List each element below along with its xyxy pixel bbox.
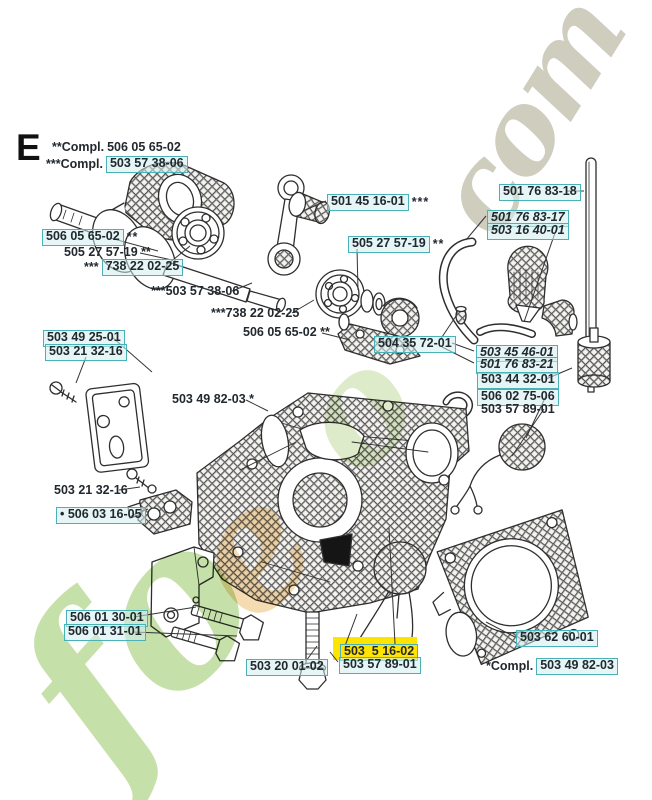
part-label: 501 76 83-21 [476, 357, 558, 374]
part-number: 506 05 65-02 ** [243, 325, 330, 339]
part-label: 506 02 75-06 [477, 389, 559, 406]
part-label: 506 01 30-01 [66, 610, 148, 627]
part-label: 503 20 01-02 [246, 659, 328, 676]
label-prefix: ***Compl. [46, 156, 103, 171]
label-suffix: ** [126, 229, 139, 244]
pump-screws [126, 468, 157, 494]
part-number: 506 01 30-01 [66, 610, 148, 627]
part-number: ***503 57 38-06 [151, 284, 240, 298]
part-label: 506 01 31-01 [64, 624, 146, 641]
part-label: **Compl.506 05 65-02 [52, 140, 181, 155]
part-number: 501 76 83-21 [476, 357, 558, 374]
part-label: ***738 22 02-25 [211, 306, 300, 321]
part-label: 504 35 72-01 [374, 336, 456, 353]
part-number: 503 62 60-01 [516, 630, 598, 647]
part-number: 503 16 40-01 [487, 223, 569, 240]
part-label: 503 57 89-01 [481, 402, 555, 417]
fuel-hose [438, 237, 479, 345]
label-prefix: *Compl. [486, 658, 534, 673]
part-number: 505 27 57-19 ** [64, 245, 151, 259]
part-number: 503 49 25-01 [43, 330, 125, 347]
gasket-screw [49, 381, 77, 403]
part-label: • 506 03 16-05 [56, 507, 146, 524]
part-label: 506 05 65-02 ** [243, 325, 330, 340]
part-number: 503 44 32-01 [477, 372, 559, 389]
part-number: 506 05 65-02 [42, 229, 124, 246]
label-suffix: *** [411, 194, 430, 209]
part-number: 506 05 65-02 [107, 140, 181, 154]
part-label: 505 27 57-19** [348, 236, 444, 253]
part-number: 503 49 82-03 [536, 658, 618, 675]
part-number: • 506 03 16-05 [56, 507, 146, 524]
mounting-bolt-1 [190, 604, 264, 641]
part-number: 501 45 16-01 [327, 194, 409, 211]
part-label: 503 44 32-01 [477, 372, 559, 389]
part-number: 504 35 72-01 [374, 336, 456, 353]
part-label: 501 76 83-17 [487, 210, 569, 227]
part-label: 503 49 82-03 * [172, 392, 255, 407]
part-label: 503 16 40-01 [487, 223, 569, 240]
vent-canister [577, 327, 611, 388]
clutch-hub [380, 297, 420, 338]
part-number: 738 22 02-25 [101, 259, 184, 276]
part-number: 503 21 32-16 [54, 483, 128, 497]
part-label: 503 49 25-01 [43, 330, 125, 347]
ball-bearing-right [315, 269, 365, 319]
crankcase [196, 392, 470, 614]
label-prefix: **Compl. [52, 140, 105, 154]
part-number: 503 49 82-03 * [172, 392, 255, 406]
part-label: 505 27 57-19 ** [64, 245, 151, 260]
part-label: 506 05 65-02** [42, 229, 138, 246]
part-number: 503 57 38-06 [105, 156, 188, 173]
part-label: 503 62 60-01 [516, 630, 598, 647]
part-label: 503 57 89-01 [339, 657, 421, 674]
part-number: 503 57 89-01 [339, 657, 421, 674]
part-number: 506 01 31-01 [64, 624, 146, 641]
thrust-washers [360, 289, 386, 316]
part-label: ***Compl.503 57 38-06 [46, 156, 188, 173]
part-number: 503 20 01-02 [246, 659, 328, 676]
part-label: 503 21 32-16 [45, 344, 127, 361]
part-label: 501 45 16-01*** [327, 194, 429, 211]
part-number: 501 76 83-18 [499, 184, 581, 201]
part-number: 503 21 32-16 [45, 344, 127, 361]
part-number: 501 76 83-17 [487, 210, 569, 227]
part-number: 505 27 57-19 [348, 236, 430, 253]
label-suffix: ** [432, 236, 445, 251]
part-number: 503 57 89-01 [481, 402, 555, 416]
part-label: *Compl.503 49 82-03 [486, 658, 618, 675]
part-label: ***738 22 02-25 [84, 259, 184, 276]
chain-guide-plate [432, 509, 589, 666]
impulse-hose [476, 323, 536, 338]
part-number: ***738 22 02-25 [211, 306, 300, 320]
part-label: ***503 57 38-06 [151, 284, 240, 299]
section-letter: E [16, 127, 41, 168]
part-label: 501 76 83-18 [499, 184, 581, 201]
part-label: 503 21 32-16 [54, 483, 128, 498]
label-prefix: *** [84, 259, 99, 274]
gasket-plate [85, 382, 150, 473]
part-number: 506 02 75-06 [477, 389, 559, 406]
